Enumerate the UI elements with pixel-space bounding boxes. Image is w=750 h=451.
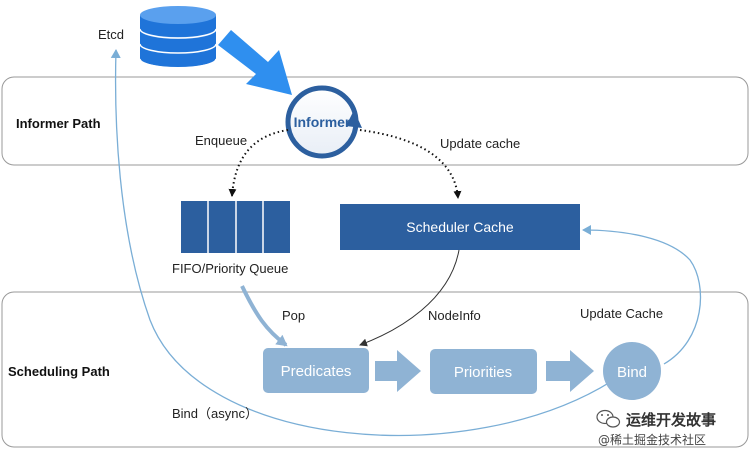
- update-cache-top-label: Update cache: [440, 136, 520, 151]
- priorities-to-bind-arrow: [546, 350, 594, 392]
- fifo-queue-label: FIFO/Priority Queue: [172, 261, 288, 276]
- bind-node[interactable]: Bind: [603, 342, 661, 400]
- priorities-box[interactable]: Priorities: [430, 349, 537, 394]
- update-cache-bottom-label: Update Cache: [580, 306, 663, 321]
- scheduling-path-label: Scheduling Path: [8, 364, 110, 379]
- predicates-label: Predicates: [281, 363, 352, 380]
- wechat-icon: [596, 409, 621, 428]
- fifo-priority-queue[interactable]: [181, 201, 290, 253]
- pop-arrow: [240, 285, 288, 347]
- etcd-label: Etcd: [98, 27, 124, 42]
- nodeinfo-arrow: [359, 249, 460, 347]
- nodeinfo-label: NodeInfo: [428, 308, 481, 323]
- watermark-title: 运维开发故事: [626, 411, 716, 429]
- predicates-box[interactable]: Predicates: [263, 348, 369, 393]
- bind-label: Bind: [617, 364, 647, 381]
- predicates-to-priorities-arrow: [375, 350, 421, 392]
- etcd-database-icon: [139, 6, 217, 69]
- enqueue-arrow: [228, 129, 289, 197]
- bind-to-cache-curve: [582, 225, 702, 365]
- bind-async-label: Bind（async）: [172, 406, 258, 421]
- informer-loop-arrowhead: [346, 110, 362, 128]
- scheduler-cache-box[interactable]: Scheduler Cache: [340, 204, 580, 250]
- priorities-label: Priorities: [454, 364, 512, 381]
- etcd-to-informer-arrow: [218, 30, 292, 95]
- informer-label: Informer: [294, 114, 351, 130]
- update-cache-arrow: [359, 129, 462, 199]
- pop-label: Pop: [282, 308, 305, 323]
- watermark: 运维开发故事 @稀土掘金技术社区: [596, 409, 716, 447]
- scheduler-cache-label: Scheduler Cache: [406, 219, 514, 235]
- informer-node[interactable]: Informer: [285, 85, 362, 159]
- watermark-subtitle: @稀土掘金技术社区: [598, 432, 706, 447]
- enqueue-label: Enqueue: [195, 133, 247, 148]
- bind-to-etcd-curve: [110, 49, 613, 437]
- informer-path-panel: [1, 76, 749, 166]
- informer-path-label: Informer Path: [16, 116, 101, 131]
